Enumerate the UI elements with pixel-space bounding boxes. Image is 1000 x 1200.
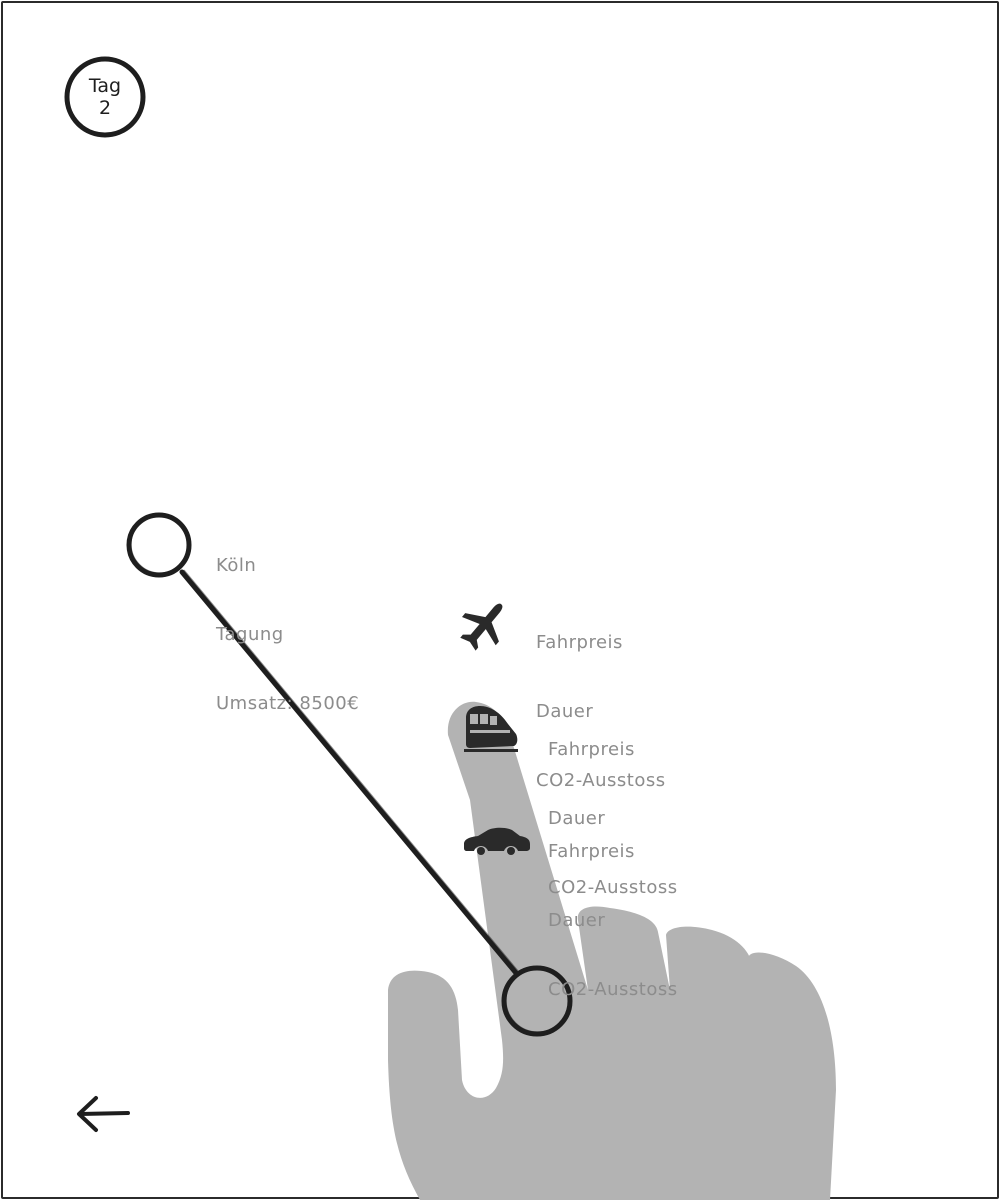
day-badge-word: Tag (88, 75, 122, 97)
car-price-label: Fahrpreis (548, 841, 635, 862)
transport-option-train[interactable] (460, 704, 520, 754)
plane-icon (460, 603, 503, 651)
plane-duration-label: Dauer (536, 701, 594, 722)
car-icon (464, 827, 530, 855)
transport-option-plane[interactable] (458, 596, 510, 654)
train-co2-label: CO2-Ausstoss (548, 877, 678, 898)
plane-info: Fahrpreis Dauer CO2-Ausstoss (536, 585, 666, 815)
transport-option-car[interactable] (462, 826, 532, 856)
day-badge-label: Tag 2 (89, 75, 121, 119)
plane-price-label: Fahrpreis (536, 632, 623, 653)
arrow-left-icon (77, 1096, 130, 1132)
origin-revenue: Umsatz: 8500€ (216, 693, 360, 714)
route-line-sketch (183, 569, 519, 972)
train-price-label: Fahrpreis (548, 739, 635, 760)
destination-node[interactable] (501, 965, 573, 1037)
day-badge-number: 2 (98, 97, 112, 119)
car-info: Fahrpreis Dauer CO2-Ausstoss (548, 794, 678, 1024)
train-duration-label: Dauer (548, 808, 606, 829)
day-badge-circle-icon (64, 56, 146, 138)
train-icon (464, 706, 518, 752)
origin-node[interactable] (126, 512, 192, 578)
car-co2-label: CO2-Ausstoss (548, 979, 678, 1000)
route-line (179, 569, 519, 976)
back-button[interactable] (74, 1092, 136, 1136)
car-duration-label: Dauer (548, 910, 606, 931)
hand-pointer-icon (388, 701, 836, 1200)
day-badge[interactable]: Tag 2 (62, 54, 148, 140)
origin-city: Köln (216, 555, 257, 576)
train-info: Fahrpreis Dauer CO2-Ausstoss (548, 692, 678, 922)
origin-info: Köln Tagung Umsatz: 8500€ (216, 508, 359, 738)
plane-co2-label: CO2-Ausstoss (536, 770, 666, 791)
origin-event: Tagung (216, 624, 284, 645)
